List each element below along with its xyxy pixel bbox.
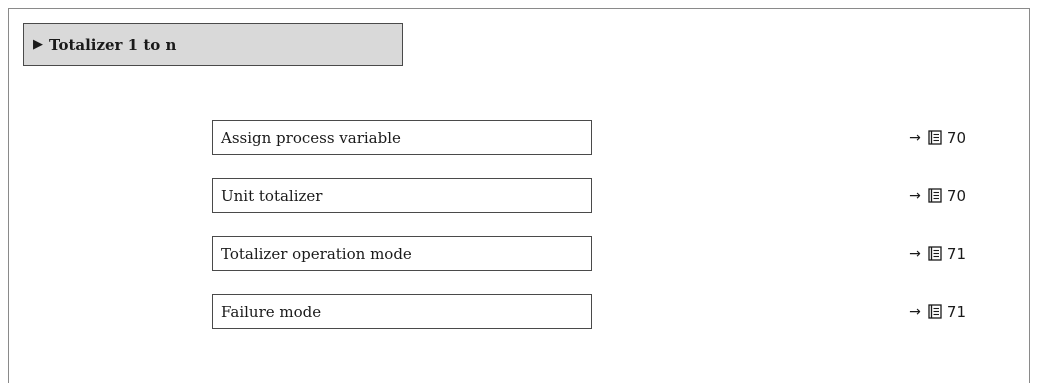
book-icon bbox=[928, 246, 942, 261]
book-icon bbox=[928, 188, 942, 203]
parameter-failure-mode[interactable]: Failure mode bbox=[212, 294, 592, 329]
parameter-label: Assign process variable bbox=[221, 128, 401, 147]
submenu-header-totalizer[interactable]: ▶ Totalizer 1 to n bbox=[23, 23, 403, 66]
document-frame bbox=[8, 8, 1030, 383]
book-icon bbox=[928, 130, 942, 145]
page-number: 70 bbox=[946, 186, 966, 205]
parameter-row: Unit totalizer → 70 bbox=[212, 178, 992, 213]
arrow-right-icon: → bbox=[909, 303, 921, 320]
page-reference[interactable]: → 70 bbox=[909, 120, 966, 155]
submenu-header-label: Totalizer 1 to n bbox=[49, 35, 177, 54]
page-reference[interactable]: → 71 bbox=[909, 294, 966, 329]
parameter-row: Assign process variable → 70 bbox=[212, 120, 992, 155]
parameter-assign-process-variable[interactable]: Assign process variable bbox=[212, 120, 592, 155]
arrow-right-icon: → bbox=[909, 245, 921, 262]
page-reference[interactable]: → 71 bbox=[909, 236, 966, 271]
parameter-unit-totalizer[interactable]: Unit totalizer bbox=[212, 178, 592, 213]
page-number: 71 bbox=[946, 244, 966, 263]
parameter-label: Unit totalizer bbox=[221, 186, 323, 205]
page-number: 71 bbox=[946, 302, 966, 321]
parameter-label: Failure mode bbox=[221, 302, 322, 321]
page-reference[interactable]: → 70 bbox=[909, 178, 966, 213]
arrow-right-icon: → bbox=[909, 187, 921, 204]
parameter-label: Totalizer operation mode bbox=[221, 244, 412, 263]
parameter-row: Totalizer operation mode → 71 bbox=[212, 236, 992, 271]
parameter-row: Failure mode → 71 bbox=[212, 294, 992, 329]
page-number: 70 bbox=[946, 128, 966, 147]
triangle-right-icon: ▶ bbox=[33, 37, 43, 52]
parameter-totalizer-operation-mode[interactable]: Totalizer operation mode bbox=[212, 236, 592, 271]
book-icon bbox=[928, 304, 942, 319]
arrow-right-icon: → bbox=[909, 129, 921, 146]
